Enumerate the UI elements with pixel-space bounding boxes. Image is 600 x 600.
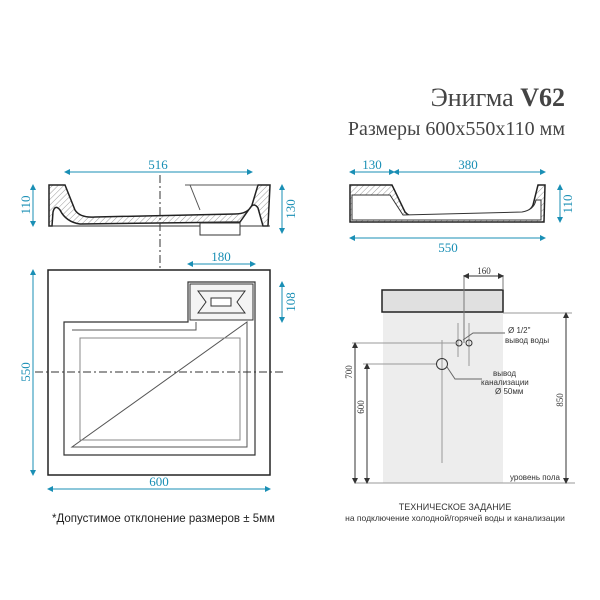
side-section-view: 130 380 550 110 <box>349 157 575 255</box>
product-size: Размеры 600x550x110 мм <box>348 118 566 140</box>
dim-600: 600 <box>149 474 169 489</box>
dim-600-height: 600 <box>356 400 366 414</box>
dim-516: 516 <box>148 157 168 172</box>
dim-180: 180 <box>211 249 231 264</box>
front-section-view: 516 110 130 <box>18 157 298 470</box>
dim-160: 160 <box>477 266 491 276</box>
water-diameter: Ø 1/2" <box>508 326 531 335</box>
dim-130-side: 130 <box>362 157 382 172</box>
hot-water-outlet <box>465 339 473 347</box>
floor-level-label: уровень пола <box>510 473 561 482</box>
dim-130: 130 <box>283 199 298 219</box>
drain-diameter: Ø 50мм <box>495 387 523 396</box>
dim-550: 550 <box>18 362 33 382</box>
drain-outlet <box>436 358 448 370</box>
water-label: вывод воды <box>505 336 549 345</box>
cold-water-outlet <box>455 339 463 347</box>
drain-label-2: канализации <box>481 378 529 387</box>
dim-700: 700 <box>344 365 354 379</box>
dim-850: 850 <box>555 393 565 407</box>
connection-spec: 160 Ø 1/2" вывод воды вывод канализации … <box>344 266 575 523</box>
dim-110-side: 110 <box>560 194 575 213</box>
dim-550-side: 550 <box>438 240 458 255</box>
dim-108: 108 <box>283 292 298 312</box>
dim-380: 380 <box>458 157 478 172</box>
spec-subheading: на подключение холодной/горячей воды и к… <box>345 513 565 523</box>
tolerance-note: *Допустимое отклонение размеров ± 5мм <box>52 513 275 525</box>
top-view: 180 108 550 600 <box>18 249 298 492</box>
spec-heading: ТЕХНИЧЕСКОЕ ЗАДАНИЕ <box>399 502 511 512</box>
product-title: Энигма V62 <box>431 83 565 112</box>
drain-label: вывод <box>493 369 516 378</box>
dim-110: 110 <box>18 195 33 214</box>
